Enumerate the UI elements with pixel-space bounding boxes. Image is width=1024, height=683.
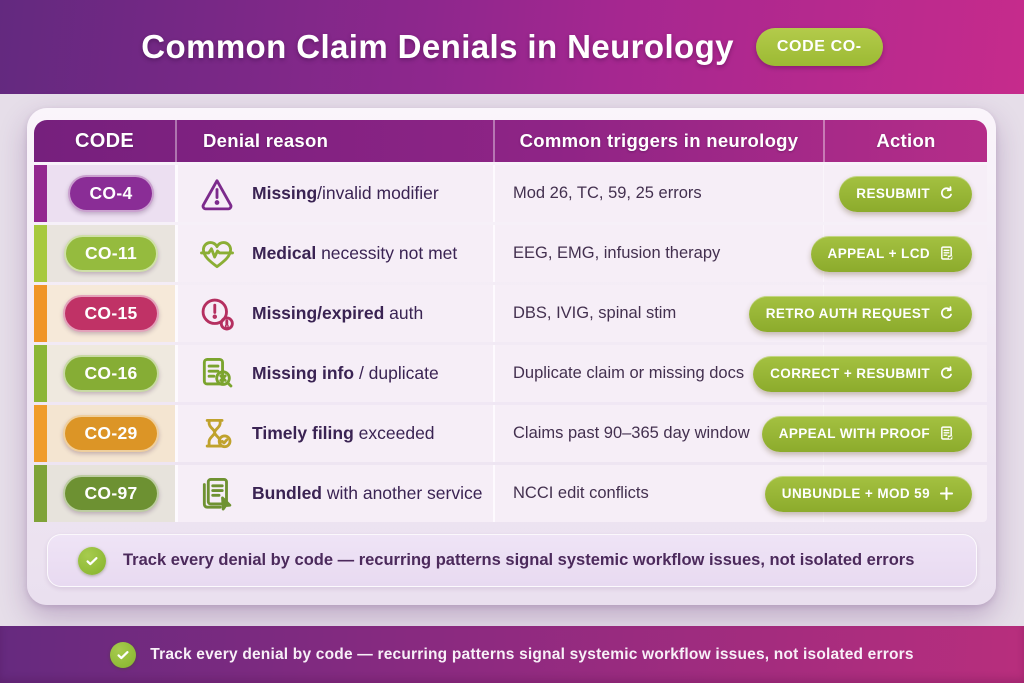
hourglass-icon xyxy=(197,414,237,454)
trigger-text: Mod 26, TC, 59, 25 errors xyxy=(513,184,702,202)
check-icon xyxy=(78,546,106,575)
column-header-denial-reason: Denial reason xyxy=(175,120,493,162)
table-row: CO-4 Missing/invalid modifier Mod 26, TC… xyxy=(34,165,987,222)
reason-text: Medical necessity not met xyxy=(252,243,458,263)
code-cell: CO-11 xyxy=(47,225,175,282)
reason-text: Missing/expired auth xyxy=(252,303,424,323)
footer-text: Track every denial by code — recurring p… xyxy=(150,645,914,663)
plus-icon xyxy=(938,485,955,502)
trigger-text: NCCI edit conflicts xyxy=(513,484,649,502)
denials-table: CODE Denial reason Common triggers in ne… xyxy=(34,120,987,522)
code-co-badge[interactable]: CODE CO- xyxy=(755,28,883,66)
row-accent-bar xyxy=(34,285,47,342)
trigger-text: DBS, IVIG, spinal stim xyxy=(513,304,677,322)
row-accent-bar xyxy=(34,165,47,222)
refresh-icon xyxy=(938,365,955,382)
summary-note-text: Track every denial by code — recurring p… xyxy=(123,551,915,569)
trigger-cell: EEG, EMG, infusion therapy xyxy=(493,225,823,282)
table-row: CO-11 Medical necessity not met EEG, EMG… xyxy=(34,225,987,282)
code-badge: CO-11 xyxy=(63,235,159,272)
column-header-action: Action xyxy=(823,120,987,162)
clock-alert-icon xyxy=(197,294,237,334)
table-row: CO-97 Bundled with another service NCCI … xyxy=(34,465,987,522)
reason-cell: Bundled with another service xyxy=(175,465,493,522)
reason-text: Missing/invalid modifier xyxy=(252,183,439,203)
reason-text: Timely filing exceeded xyxy=(252,423,435,443)
resubmit-button[interactable]: RESUBMIT xyxy=(839,175,972,212)
code-cell: CO-29 xyxy=(47,405,175,462)
reason-cell: Missing/invalid modifier xyxy=(175,165,493,222)
reason-cell: Missing/expired auth xyxy=(175,285,493,342)
action-cell: APPEAL WITH PROOF xyxy=(761,405,982,462)
row-accent-bar xyxy=(34,465,47,522)
appeal-with-proof-button[interactable]: APPEAL WITH PROOF xyxy=(761,415,972,452)
reason-text: Bundled with another service xyxy=(252,483,483,503)
retro-auth-request-button[interactable]: RETRO AUTH REQUEST xyxy=(748,295,972,332)
refresh-icon xyxy=(938,185,955,202)
row-accent-bar xyxy=(34,225,47,282)
table-row: CO-15 Missing/expired auth DBS, IVIG, sp… xyxy=(34,285,987,342)
unbundle-mod59-button[interactable]: UNBUNDLE + MOD 59 xyxy=(764,475,972,512)
action-cell: CORRECT + RESUBMIT xyxy=(753,345,982,402)
reason-cell: Medical necessity not met xyxy=(175,225,493,282)
trigger-cell: Mod 26, TC, 59, 25 errors xyxy=(493,165,823,222)
refresh-icon xyxy=(938,305,955,322)
table-row: CO-16 Missing info / duplicate Duplicate… xyxy=(34,345,987,402)
page-header: Common Claim Denials in Neurology CODE C… xyxy=(0,0,1024,94)
document-error-icon xyxy=(197,354,237,394)
code-badge: CO-97 xyxy=(63,475,159,512)
reason-text: Missing info / duplicate xyxy=(252,363,439,383)
table-row: CO-29 Timely filing exceeded Claims past… xyxy=(34,405,987,462)
trigger-text: Duplicate claim or missing docs xyxy=(513,364,745,382)
code-cell: CO-15 xyxy=(47,285,175,342)
code-cell: CO-97 xyxy=(47,465,175,522)
correct-resubmit-button[interactable]: CORRECT + RESUBMIT xyxy=(753,355,972,392)
action-cell: RESUBMIT xyxy=(823,165,982,222)
trigger-text: Claims past 90–365 day window xyxy=(513,424,750,442)
trigger-cell: Claims past 90–365 day window xyxy=(493,405,823,462)
code-cell: CO-4 xyxy=(47,165,175,222)
reason-cell: Missing info / duplicate xyxy=(175,345,493,402)
check-icon xyxy=(110,641,137,668)
trigger-text: EEG, EMG, infusion therapy xyxy=(513,244,721,262)
table-header-row: CODE Denial reason Common triggers in ne… xyxy=(34,120,987,162)
code-badge: CO-29 xyxy=(63,415,159,452)
row-accent-bar xyxy=(34,345,47,402)
action-cell: RETRO AUTH REQUEST xyxy=(748,285,982,342)
document-icon xyxy=(938,425,955,442)
reason-cell: Timely filing exceeded xyxy=(175,405,493,462)
code-badge: CO-4 xyxy=(68,175,154,212)
code-badge: CO-15 xyxy=(63,295,159,332)
appeal-lcd-button[interactable]: APPEAL + LCD xyxy=(810,235,972,272)
action-cell: UNBUNDLE + MOD 59 xyxy=(764,465,982,522)
heart-pulse-icon xyxy=(197,234,237,274)
content-card: CODE Denial reason Common triggers in ne… xyxy=(27,108,996,605)
row-accent-bar xyxy=(34,405,47,462)
trigger-cell: Duplicate claim or missing docs xyxy=(493,345,823,402)
bundled-service-icon xyxy=(197,474,237,514)
code-badge: CO-16 xyxy=(63,355,159,392)
trigger-cell: NCCI edit conflicts xyxy=(493,465,823,522)
trigger-cell: DBS, IVIG, spinal stim xyxy=(493,285,823,342)
column-header-code: CODE xyxy=(75,129,134,152)
code-cell: CO-16 xyxy=(47,345,175,402)
warning-triangle-icon xyxy=(197,174,237,214)
summary-note: Track every denial by code — recurring p… xyxy=(47,534,977,587)
document-icon xyxy=(938,245,955,262)
action-cell: APPEAL + LCD xyxy=(810,225,982,282)
page-footer: Track every denial by code — recurring p… xyxy=(0,626,1024,683)
column-header-common-triggers: Common triggers in neurology xyxy=(493,120,823,162)
page-title: Common Claim Denials in Neurology xyxy=(141,28,734,65)
